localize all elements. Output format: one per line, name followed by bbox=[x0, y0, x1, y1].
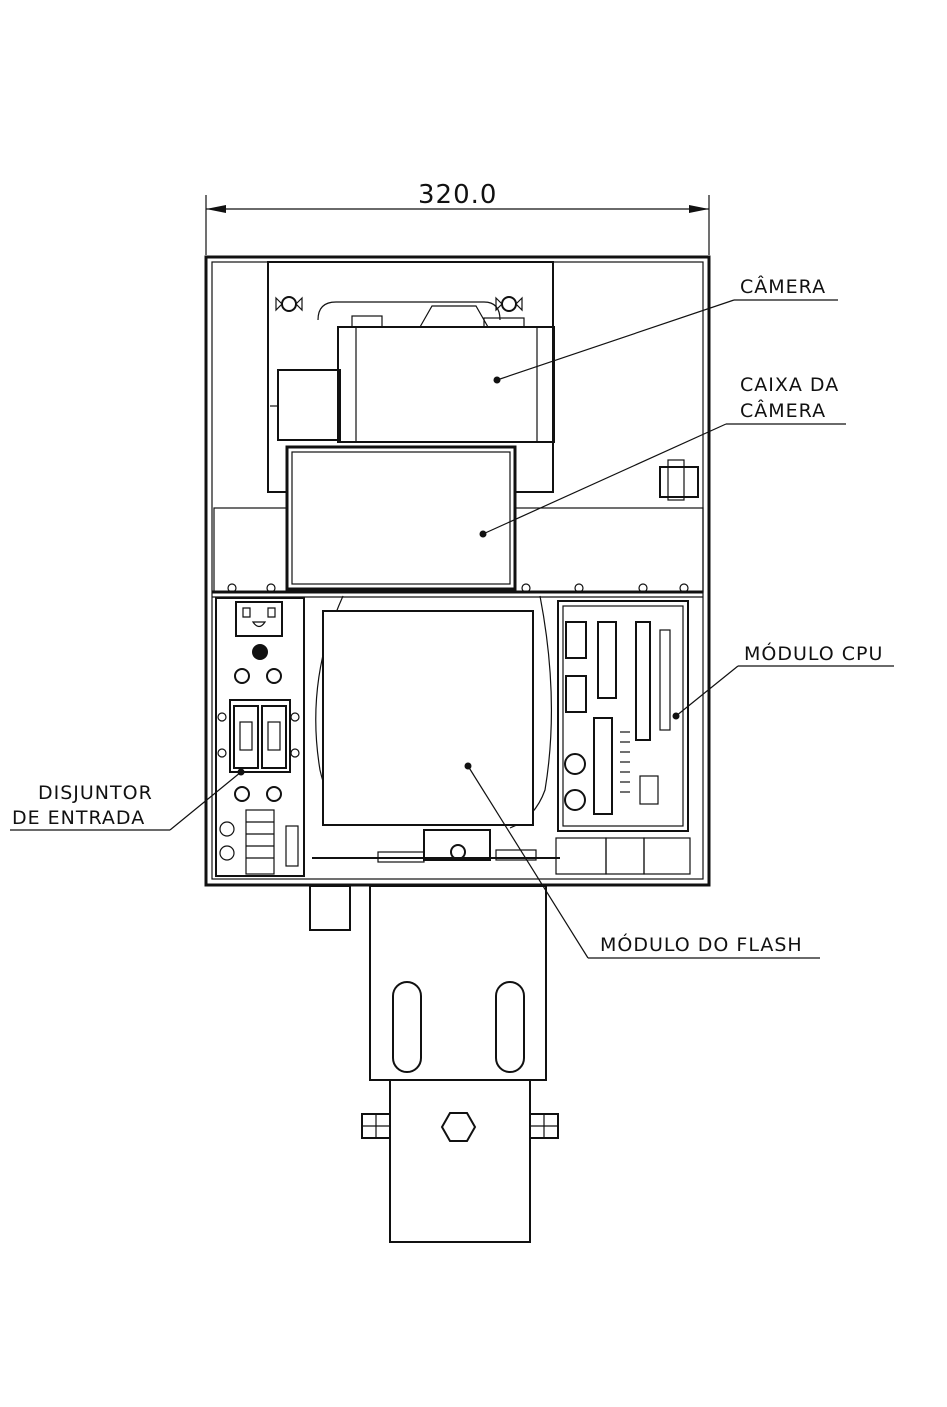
lower-right-fittings bbox=[555, 837, 691, 875]
camera-box bbox=[285, 445, 517, 591]
camera bbox=[337, 305, 555, 443]
callout-cpu-module: MÓDULO CPU bbox=[672, 641, 894, 720]
width-dimension: 320.0 bbox=[205, 180, 710, 255]
camera-box-label-line2: CÂMERA bbox=[740, 399, 826, 422]
wing-nut-right bbox=[495, 296, 523, 312]
power-outlet-icon bbox=[235, 601, 283, 637]
cpu-pin-rows bbox=[620, 731, 630, 793]
cpu-module-label: MÓDULO CPU bbox=[744, 641, 883, 665]
input-breaker-label-line2: DE ENTRADA bbox=[12, 807, 145, 829]
cpu-module bbox=[557, 600, 689, 832]
camera-box-label-line1: CAIXA DA bbox=[740, 374, 839, 396]
wing-nut-left bbox=[275, 296, 303, 312]
camera-label: CÂMERA bbox=[740, 275, 826, 298]
callout-camera: CÂMERA bbox=[493, 275, 838, 384]
callout-input-breaker: DISJUNTOR DE ENTRADA bbox=[10, 768, 245, 831]
callout-camera-box: CAIXA DA CÂMERA bbox=[479, 374, 846, 538]
flash-module-label: MÓDULO DO FLASH bbox=[600, 932, 803, 956]
mounting-pole bbox=[309, 885, 559, 1243]
callout-flash-module: MÓDULO DO FLASH bbox=[464, 762, 820, 959]
input-circuit-breaker bbox=[217, 699, 300, 773]
input-breaker-label-line1: DISJUNTOR bbox=[38, 782, 153, 804]
width-dimension-value: 320.0 bbox=[418, 180, 497, 210]
flash-module bbox=[312, 595, 560, 863]
power-panel bbox=[215, 597, 305, 877]
